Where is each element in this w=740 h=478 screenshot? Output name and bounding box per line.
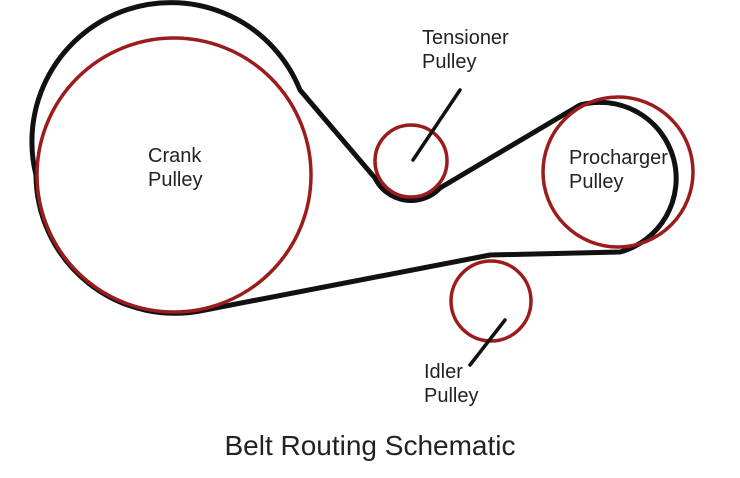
- diagram-title: Belt Routing Schematic: [224, 430, 516, 461]
- idler-pulley: [449, 259, 533, 343]
- procharger-label-line1: Procharger: [569, 147, 668, 169]
- idler-label-line2: Pulley: [424, 385, 479, 407]
- tensioner-pulley-label: Tensioner Pulley: [422, 26, 509, 74]
- crank-label-line1: Crank: [148, 145, 202, 167]
- tensioner-label-line2: Pulley: [422, 51, 477, 73]
- tensioner-pulley: [373, 123, 449, 199]
- crank-pulley-label: Crank Pulley: [148, 144, 202, 192]
- idler-leader-line: [468, 318, 507, 367]
- procharger-pulley: [541, 95, 695, 249]
- crank-label-line2: Pulley: [148, 169, 203, 191]
- idler-label-line1: Idler: [424, 361, 463, 383]
- tensioner-label-line1: Tensioner: [422, 27, 509, 49]
- procharger-label-line2: Pulley: [569, 171, 624, 193]
- idler-pulley-label: Idler Pulley: [424, 360, 478, 408]
- procharger-pulley-label: Procharger Pulley: [569, 146, 668, 194]
- tensioner-leader-line: [411, 88, 462, 162]
- crank-pulley: [35, 36, 313, 314]
